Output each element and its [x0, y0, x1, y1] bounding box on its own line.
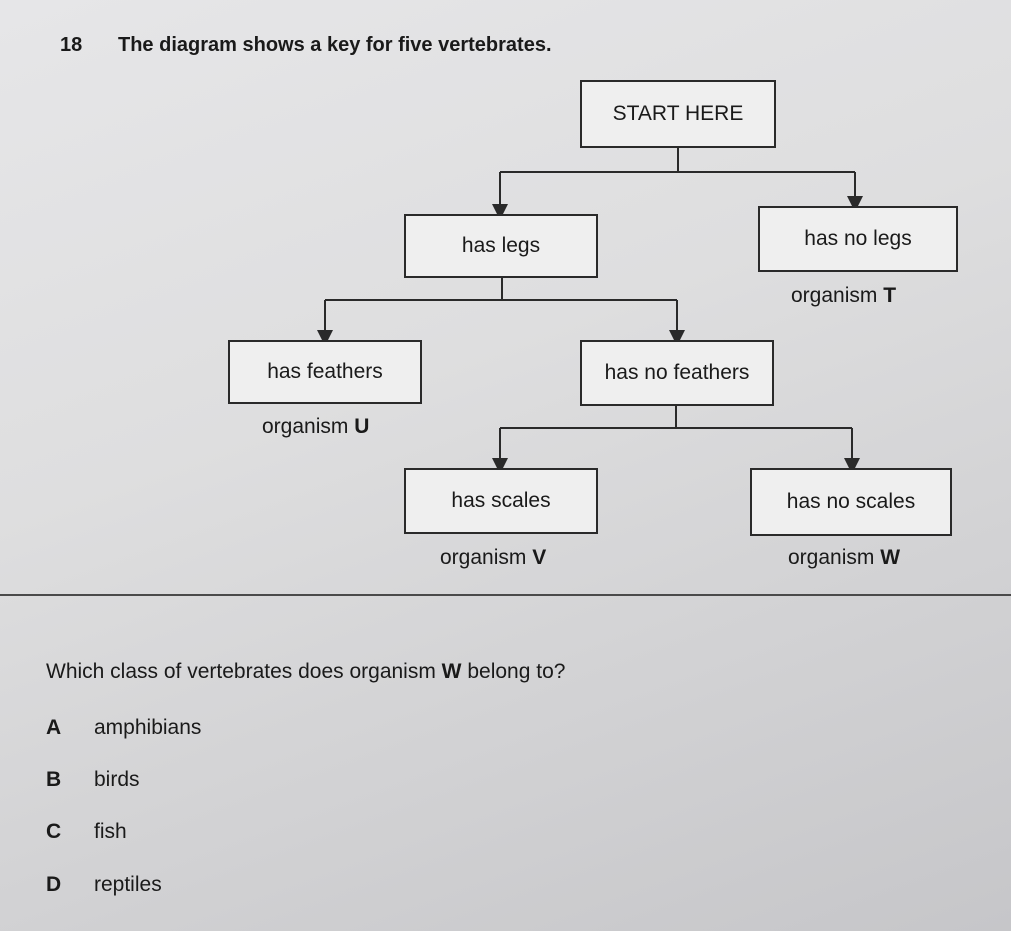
start-here-box: START HERE: [580, 80, 776, 148]
option-b-letter: B: [46, 768, 62, 791]
organism-t-text: organism: [791, 284, 878, 307]
divider-rule: [0, 594, 1011, 596]
has-no-feathers-box: has no feathers: [580, 340, 774, 406]
organism-t-letter: T: [883, 284, 897, 307]
option-c-letter: C: [46, 820, 62, 843]
question-prompt-before: Which class of vertebrates does organism: [46, 660, 442, 683]
option-a-letter: A: [46, 716, 62, 739]
organism-v-label: organism V: [440, 546, 546, 570]
organism-w-text: organism: [788, 546, 875, 569]
organism-w-letter: W: [880, 546, 901, 569]
has-legs-box: has legs: [404, 214, 598, 278]
organism-u-letter: U: [354, 415, 370, 438]
organism-v-text: organism: [440, 546, 527, 569]
has-no-scales-box: has no scales: [750, 468, 952, 536]
has-feathers-box: has feathers: [228, 340, 422, 404]
has-scales-box: has scales: [404, 468, 598, 534]
organism-t-label: organism T: [791, 284, 896, 308]
key-connector-lines: [317, 148, 863, 474]
option-d-letter: D: [46, 873, 62, 896]
organism-u-label: organism U: [262, 415, 369, 439]
question-prompt: Which class of vertebrates does organism…: [46, 660, 565, 684]
option-d-text: reptiles: [94, 873, 162, 896]
option-a-text: amphibians: [94, 716, 202, 739]
question-prompt-organism: W: [441, 660, 462, 683]
organism-w-label: organism W: [788, 546, 900, 570]
organism-u-text: organism: [262, 415, 349, 438]
has-no-legs-box: has no legs: [758, 206, 958, 272]
organism-v-letter: V: [532, 546, 547, 569]
question-number: 18: [60, 34, 83, 56]
option-b-text: birds: [94, 768, 140, 791]
question-prompt-after: belong to?: [461, 660, 566, 683]
option-c-text: fish: [94, 820, 127, 843]
question-intro: The diagram shows a key for five vertebr…: [118, 34, 552, 56]
